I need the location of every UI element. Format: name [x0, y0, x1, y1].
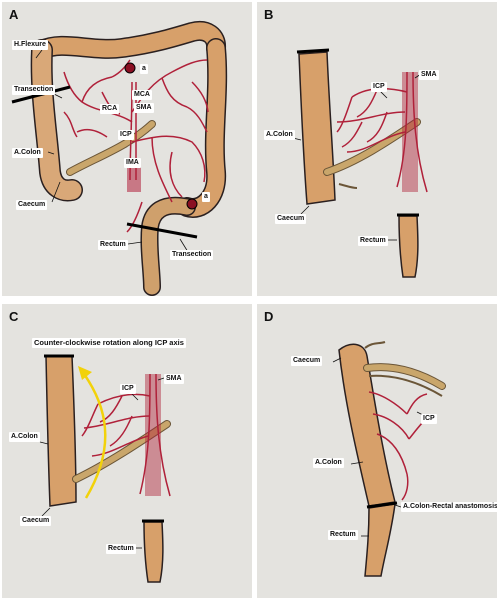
label-a-colon: A.Colon	[313, 458, 344, 468]
label-transection-top: Transection	[12, 85, 55, 95]
sma-trunk	[145, 374, 161, 496]
label-rca: RCA	[100, 104, 119, 114]
label-anastomosis: A.Colon-Rectal anastomosis	[401, 502, 497, 512]
label-a-colon: A.Colon	[264, 130, 295, 140]
panel-c-letter: C	[9, 309, 18, 324]
colon-segment	[299, 52, 335, 204]
label-rectum: Rectum	[358, 236, 388, 246]
transection-line-bottom	[127, 224, 197, 237]
marker-dot-2	[187, 199, 197, 209]
label-caecum: Caecum	[20, 516, 51, 526]
label-rectum: Rectum	[98, 240, 128, 250]
label-icp: ICP	[120, 384, 136, 394]
label-caecum: Caecum	[291, 356, 322, 366]
label-mca: MCA	[132, 90, 152, 100]
label-icp: ICP	[421, 414, 437, 424]
rotation-arrow	[84, 374, 105, 498]
panel-d-letter: D	[264, 309, 273, 324]
sma-trunk	[402, 72, 418, 192]
panel-c: C Counter-clockwise rotation along ICP a…	[2, 304, 252, 598]
label-marker-a2: a	[202, 192, 210, 202]
marker-dot-1	[125, 63, 135, 73]
panel-a: A H.Flexure Transection RCA MCA SMA ICP …	[2, 2, 252, 296]
label-sma: SMA	[134, 103, 154, 113]
label-icp: ICP	[371, 82, 387, 92]
label-sma: SMA	[419, 70, 439, 80]
rectum-segment	[399, 216, 418, 277]
label-rotation: Counter-clockwise rotation along ICP axi…	[32, 338, 186, 348]
label-h-flexure: H.Flexure	[12, 40, 48, 50]
label-marker-a1: a	[140, 64, 148, 74]
label-a-colon: A.Colon	[12, 148, 43, 158]
label-icp: ICP	[118, 130, 134, 140]
panel-d: D Caecum ICP A.Colon A.Colon-Rectal anas…	[257, 304, 497, 598]
colon-segment	[46, 356, 76, 506]
label-sma: SMA	[164, 374, 184, 384]
label-a-colon: A.Colon	[9, 432, 40, 442]
rotation-arrowhead	[78, 366, 92, 380]
panel-b: B ICP SMA A.Colon Caecum Rectum	[257, 2, 497, 296]
label-caecum: Caecum	[16, 200, 47, 210]
rectum-segment	[144, 522, 163, 582]
label-rectum: Rectum	[328, 530, 358, 540]
panel-a-letter: A	[9, 7, 18, 22]
label-ima: IMA	[124, 158, 141, 168]
panel-d-drawing	[257, 304, 497, 598]
label-rectum: Rectum	[106, 544, 136, 554]
label-transection-bottom: Transection	[170, 250, 213, 260]
panel-b-letter: B	[264, 7, 273, 22]
label-caecum: Caecum	[275, 214, 306, 224]
rectum-segment	[365, 504, 395, 576]
panel-b-drawing	[257, 2, 497, 296]
